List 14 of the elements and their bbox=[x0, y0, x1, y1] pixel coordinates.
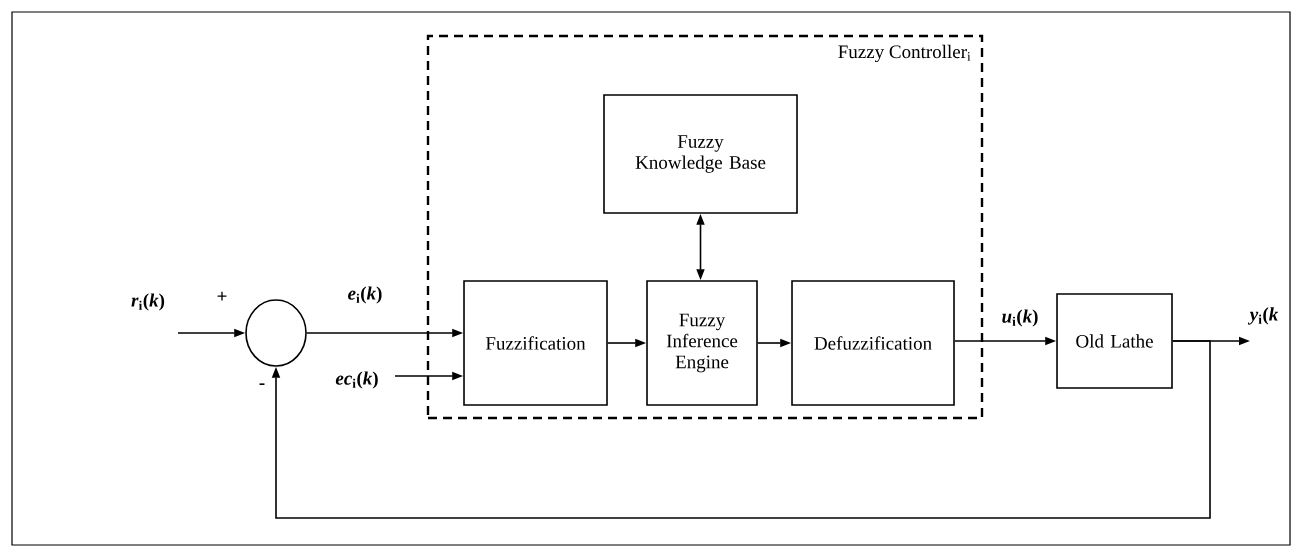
sign-label: - bbox=[259, 383, 265, 385]
sign-label: + bbox=[217, 291, 227, 301]
process-box: Fuzzification bbox=[463, 280, 608, 406]
signal-label: e$_{i}$(k) bbox=[346, 285, 384, 305]
arrow bbox=[271, 340, 1211, 519]
signal-label: r$_{i}$(k) bbox=[130, 292, 166, 312]
process-box: Old Lathe bbox=[1056, 293, 1173, 389]
signal-label: u$_{i}$(k) bbox=[1000, 308, 1040, 328]
signal-label: y$_{i}$(k bbox=[1247, 306, 1280, 326]
summing-junction bbox=[245, 299, 307, 367]
process-box: Fuzzy Knowledge Base bbox=[603, 94, 798, 214]
process-box: Defuzzification bbox=[791, 280, 955, 406]
process-box: Fuzzy Inference Engine bbox=[646, 280, 758, 406]
signal-label: ec$_{i}$(k) bbox=[334, 370, 380, 390]
